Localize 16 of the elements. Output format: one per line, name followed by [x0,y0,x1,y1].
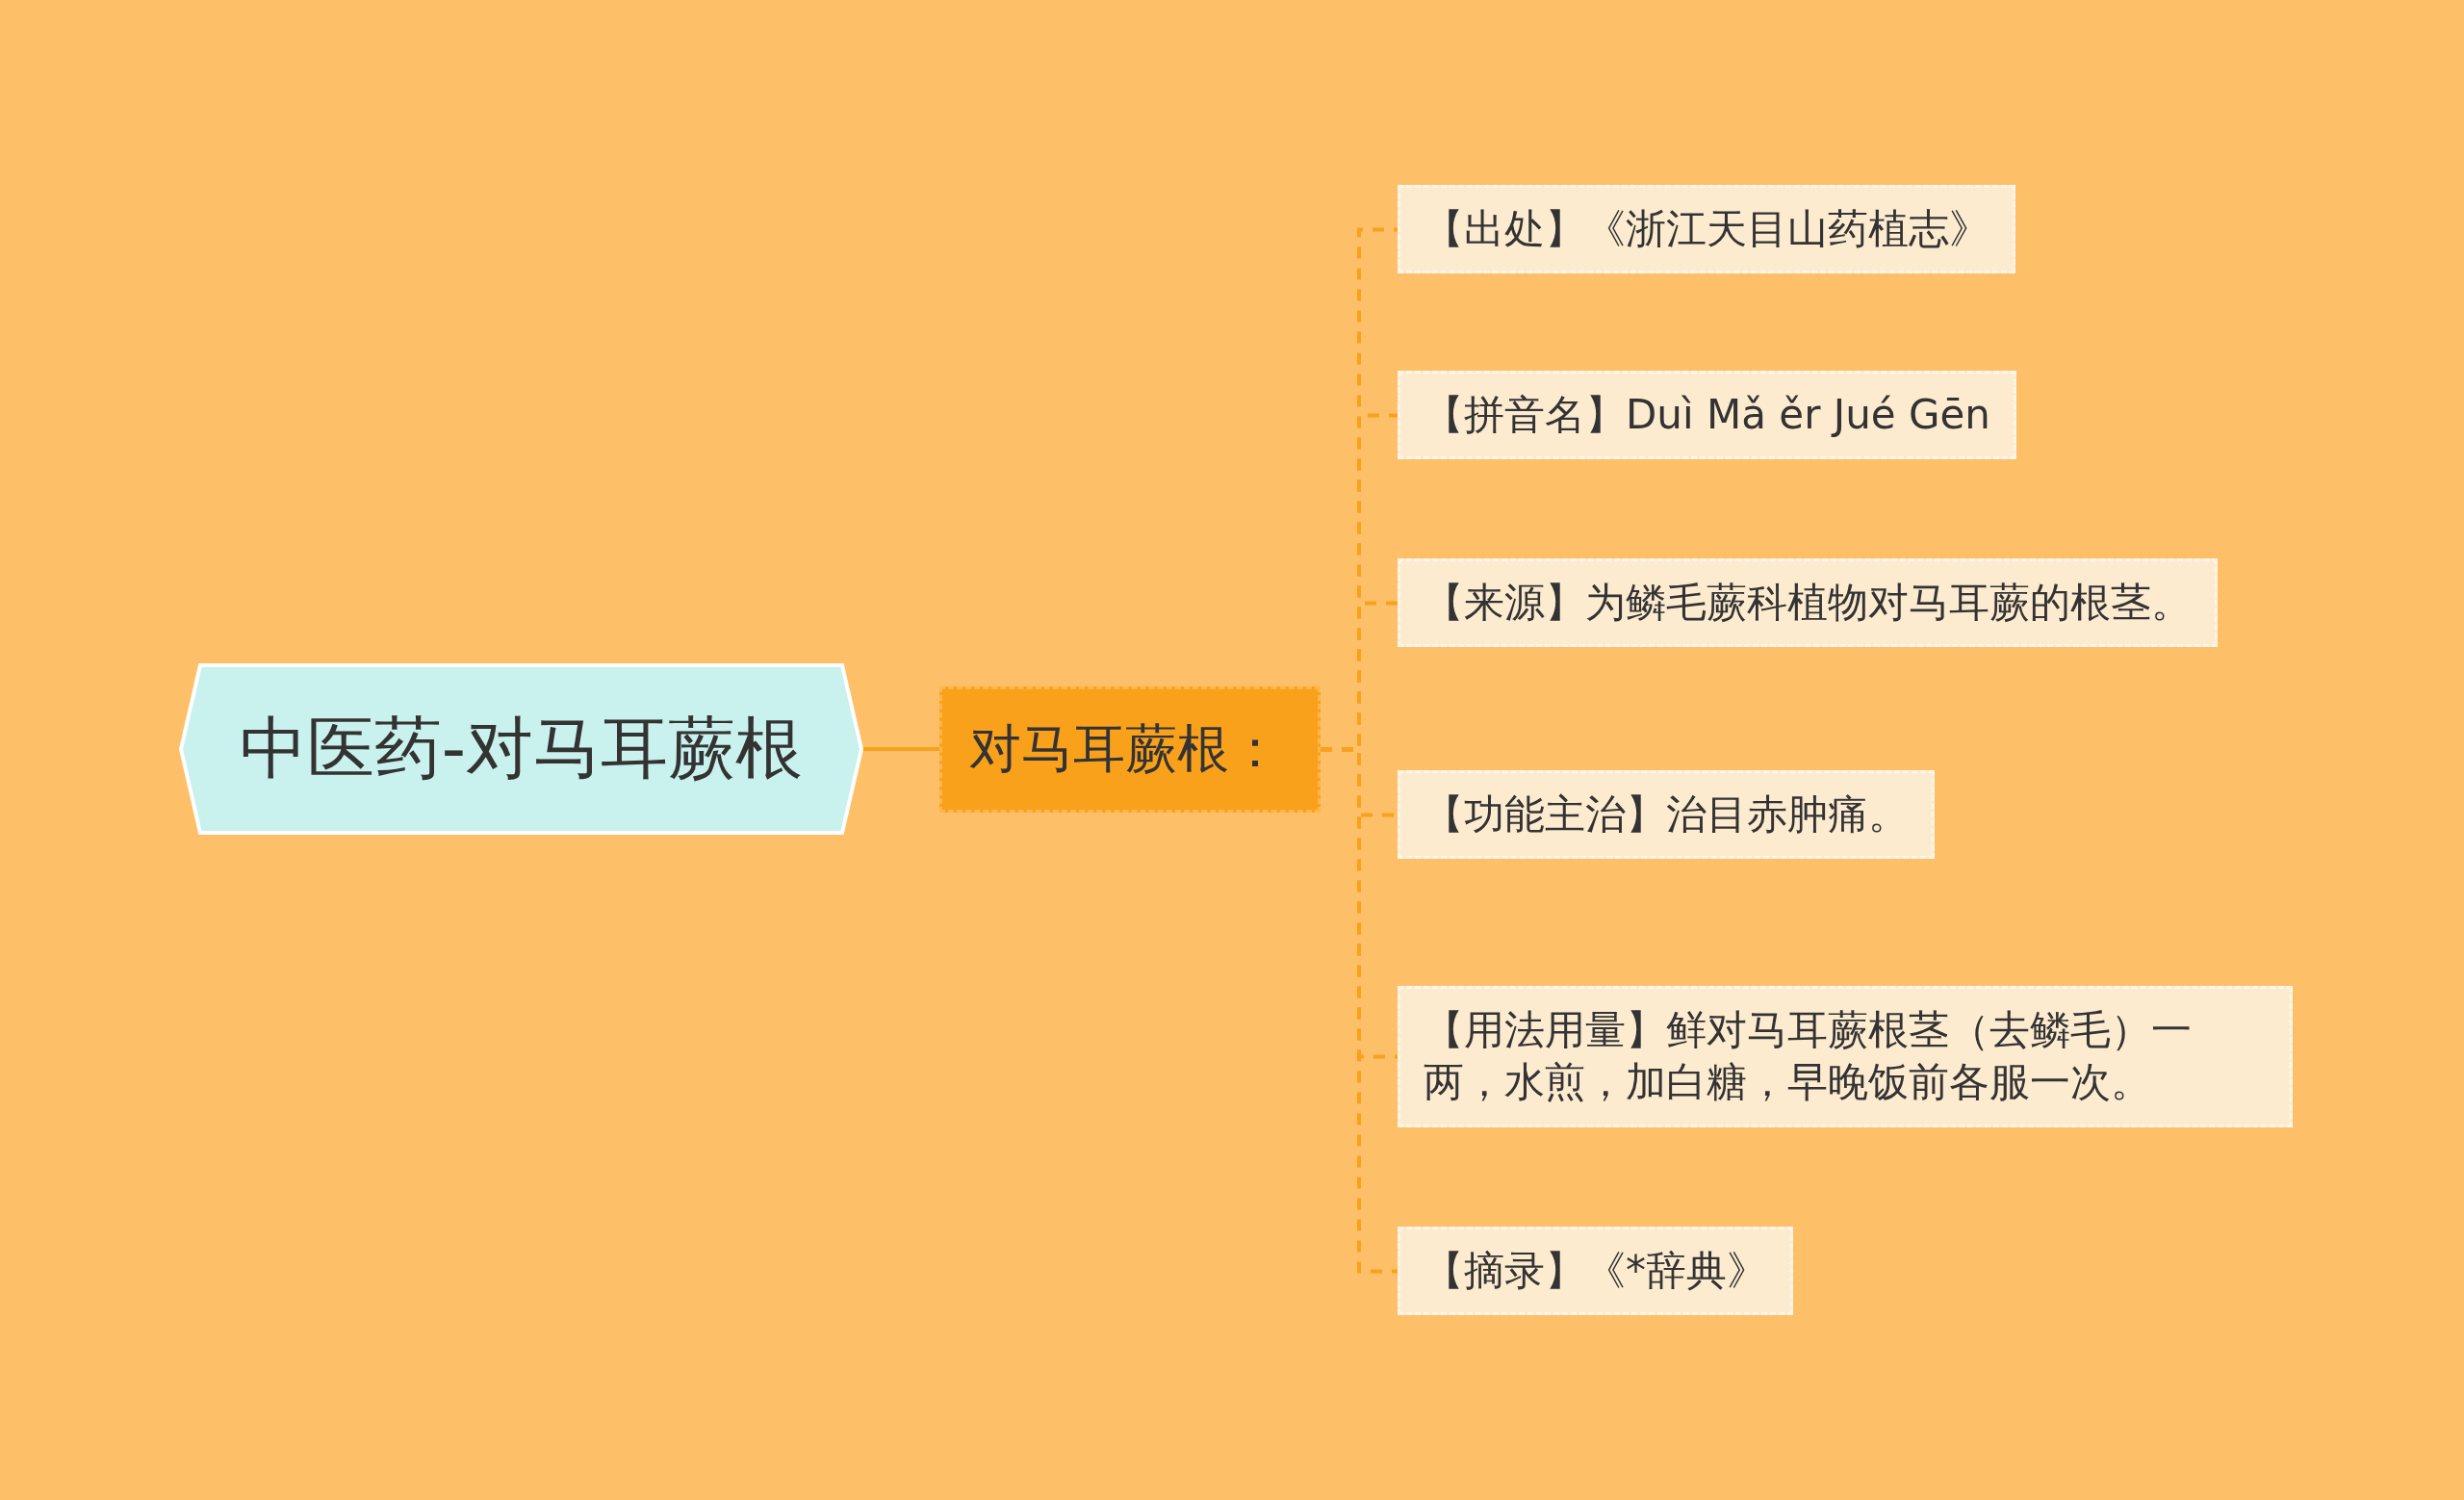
topic-title: 中医药-对马耳蕨根 [239,708,804,789]
leaf-text: 【出处】《浙江天目山药植志》 [1424,203,1989,254]
leaf-box [1398,557,2218,648]
leaf-text: 【拼音名】Duì Mǎ ěr Jué Gēn [1424,389,1990,440]
leaf-box [1398,184,2015,274]
branch-box [939,686,1321,813]
leaf-box [1398,1226,1793,1316]
leaf-box [1398,985,2293,1127]
leaf-text: 【用法用量】鲜对马耳蕨根茎（去鳞毛）一两，水煎，加白糖，早晚饭前各服一次。 [1424,1004,2193,1108]
leaf-text: 【来源】为鳞毛蕨科植物对马耳蕨的根茎。 [1424,577,2192,628]
connector-line [861,747,939,751]
leaf-text: 【功能主治】治目赤肿痛。 [1424,789,1909,840]
leaf-box [1398,370,2016,460]
branch-label: 对马耳蕨根： [969,717,1281,781]
leaf-box [1398,769,1935,860]
leaf-text: 【摘录】《*辞典》 [1424,1245,1767,1296]
